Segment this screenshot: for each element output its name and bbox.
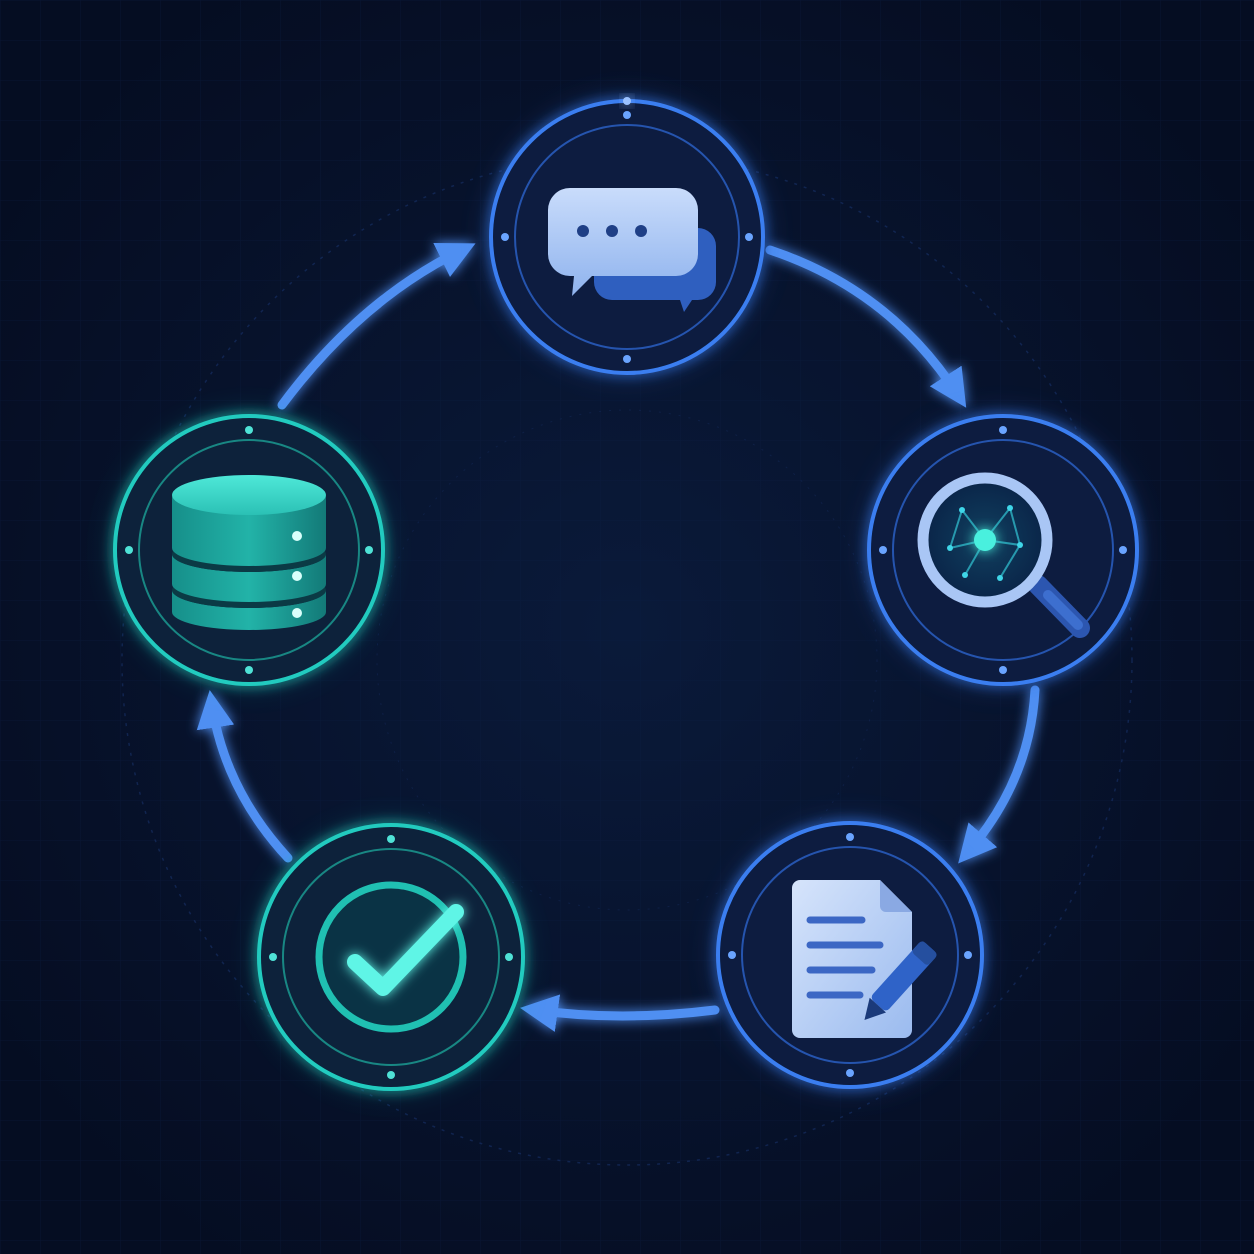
outer-guide-ring: [121, 154, 1133, 1166]
arrow-chat-to-search: [765, 245, 967, 408]
arrow-document-to-check: [520, 994, 720, 1032]
checkmark-icon: [315, 881, 467, 1033]
node-chat[interactable]: [487, 97, 767, 377]
document-pen-icon: [792, 880, 937, 1038]
arrow-check-to-database: [196, 690, 293, 863]
arrow-database-to-chat: [277, 243, 476, 410]
node-search-inner-ring: [892, 439, 1114, 661]
database-icon: [172, 475, 326, 630]
arrow-search-to-document: [958, 685, 1040, 864]
node-document[interactable]: [714, 819, 986, 1091]
magnifier-network-icon: [917, 472, 1090, 638]
node-chat-inner-ring: [514, 124, 740, 350]
node-database-inner-ring: [138, 439, 360, 661]
node-database[interactable]: [111, 412, 387, 688]
node-document-inner-ring: [741, 846, 959, 1064]
chat-bubbles-icon: [548, 188, 716, 312]
node-check[interactable]: [255, 821, 527, 1093]
node-search[interactable]: [865, 412, 1141, 688]
inner-guide-ring: [376, 409, 878, 911]
flow-arrows: [196, 243, 1040, 1032]
node-check-inner-ring: [282, 848, 500, 1066]
